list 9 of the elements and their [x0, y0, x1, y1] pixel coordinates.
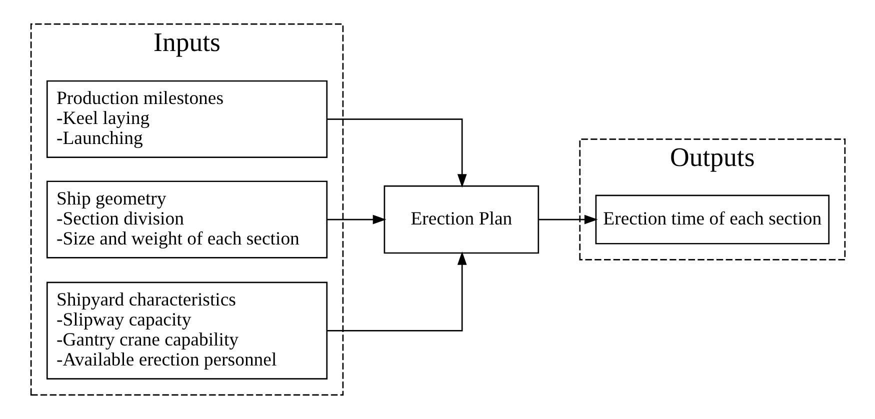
node-box: Production milestones -Keel laying -Launching	[46, 80, 328, 158]
node-box: Erection time of each section	[594, 194, 830, 244]
node-box: Erection Plan	[383, 185, 539, 254]
node-box: Shipyard characteristics -Slipway capacity -Gantry crane capability -Available erection personnel	[46, 282, 328, 380]
arrow	[326, 251, 466, 332]
arrow	[326, 118, 466, 188]
arrow	[326, 214, 386, 224]
arrow	[538, 214, 598, 224]
node-box: Ship geometry -Section division -Size and weight of each section	[46, 180, 328, 258]
